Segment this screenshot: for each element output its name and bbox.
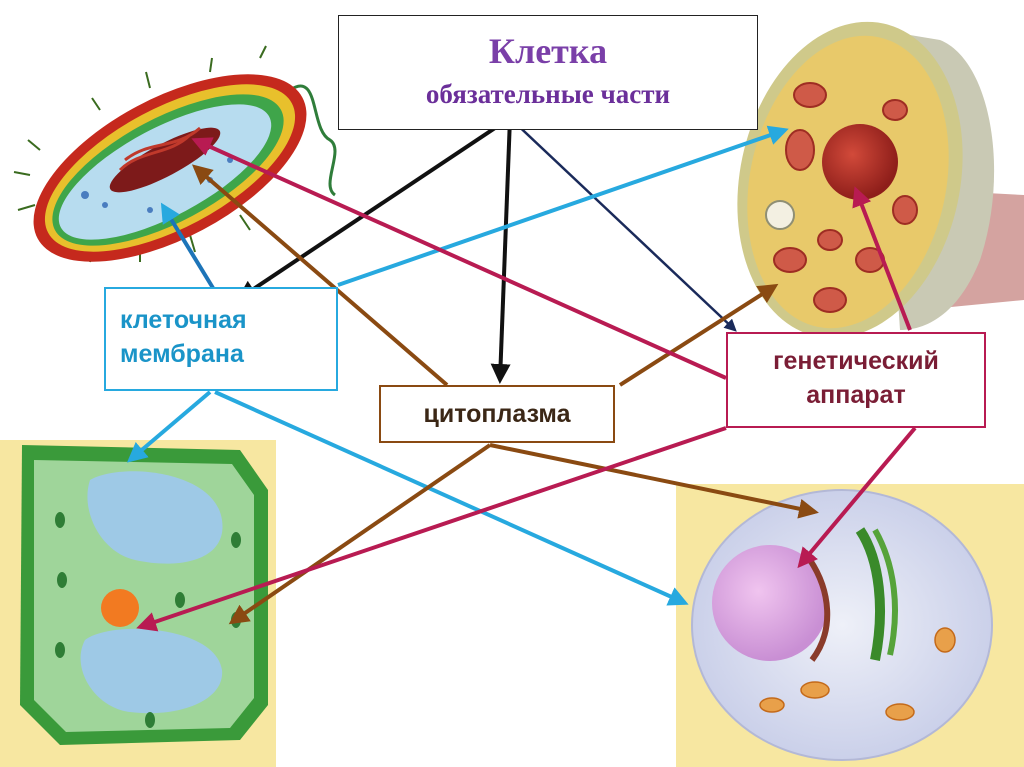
plant-cell-illustration (0, 440, 276, 767)
cytoplasm-label: цитоплазма (423, 400, 571, 428)
membrane-label-box: клеточная мембрана (104, 287, 338, 391)
membrane-label-line2: мембрана (120, 340, 244, 368)
membrane-label-line1: клеточная (120, 306, 247, 334)
membrane-arrows (126, 125, 789, 606)
title-subheading: обязательные части (425, 79, 671, 109)
title-arrows (236, 116, 737, 384)
cytoplasm-arrows (191, 164, 819, 625)
cytoplasm-label-box: цитоплазма (379, 385, 615, 443)
title-heading: Клетка (488, 31, 608, 71)
fungal-cell-illustration (737, 21, 1024, 339)
title-box: Клетка обязательные части (338, 15, 758, 130)
bacterial-cell-illustration (13, 45, 337, 263)
genetic-arrows (136, 137, 917, 632)
genetic-apparatus-label-box: генетический аппарат (726, 332, 986, 428)
genetic-label-line1: генетический (773, 347, 939, 375)
animal-cell-illustration (676, 484, 1024, 767)
genetic-label-line2: аппарат (806, 381, 906, 409)
